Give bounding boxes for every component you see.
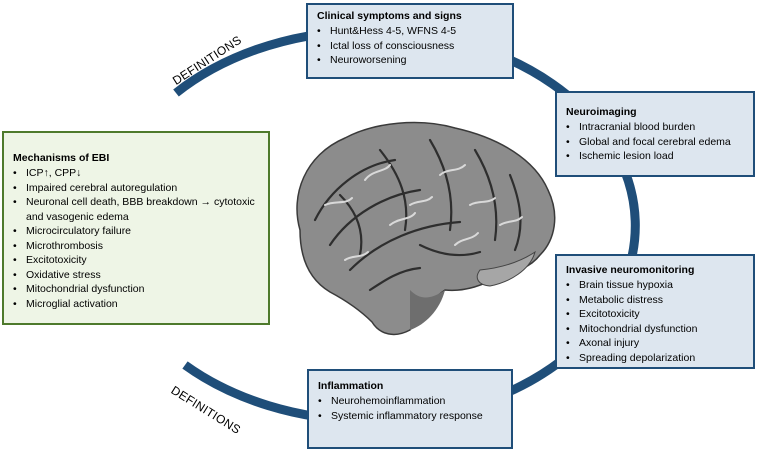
list-item: Hunt&Hess 4-5, WFNS 4-5 — [317, 24, 504, 39]
list-item: Neuronal cell death, BBB breakdown → cyt… — [13, 195, 260, 224]
list-item: Mitochondrial dysfunction — [13, 282, 260, 297]
list-item: Oxidative stress — [13, 268, 260, 283]
list-item: Brain tissue hypoxia — [566, 278, 745, 293]
list-item: Neuroworsening — [317, 53, 504, 68]
list-item: Global and focal cerebral edema — [566, 135, 745, 150]
clinical-symptoms-box: Clinical symptoms and signs Hunt&Hess 4-… — [306, 3, 514, 79]
list-item: Mitochondrial dysfunction — [566, 322, 745, 337]
list-item: Metabolic distress — [566, 293, 745, 308]
list-item: Intracranial blood burden — [566, 120, 745, 135]
list-item: Systemic inflammatory response — [318, 409, 503, 424]
list-item: Axonal injury — [566, 336, 745, 351]
inflammation-box: Inflammation Neurohemoinflammation Syste… — [307, 369, 513, 449]
inflammation-title: Inflammation — [318, 380, 384, 392]
invasive-list: Brain tissue hypoxia Metabolic distress … — [566, 278, 745, 365]
invasive-title: Invasive neuromonitoring — [566, 264, 695, 276]
neuroimaging-box: Neuroimaging Intracranial blood burden G… — [555, 91, 755, 177]
invasive-neuromonitoring-box: Invasive neuromonitoring Brain tissue hy… — [555, 254, 755, 369]
list-item: Spreading depolarization — [566, 351, 745, 366]
list-item: ICP↑, CPP↓ — [13, 166, 260, 181]
list-item: Microglial activation — [13, 297, 260, 312]
mechanisms-list: ICP↑, CPP↓ Impaired cerebral autoregulat… — [13, 166, 260, 311]
neuroimaging-list: Intracranial blood burden Global and foc… — [566, 120, 745, 164]
list-item: Ischemic lesion load — [566, 149, 745, 164]
list-item: Ictal loss of consciousness — [317, 39, 504, 54]
mechanisms-title: Mechanisms of EBI — [13, 152, 110, 164]
brain-icon — [296, 121, 556, 336]
mechanisms-of-ebi-box: Mechanisms of EBI ICP↑, CPP↓ Impaired ce… — [2, 131, 270, 325]
list-item: Excitotoxicity — [566, 307, 745, 322]
list-item: Excitotoxicity — [13, 253, 260, 268]
clinical-title: Clinical symptoms and signs — [317, 10, 462, 22]
inflammation-list: Neurohemoinflammation Systemic inflammat… — [318, 394, 503, 423]
neuroimaging-title: Neuroimaging — [566, 106, 637, 118]
list-item: Impaired cerebral autoregulation — [13, 181, 260, 196]
list-item: Microthrombosis — [13, 239, 260, 254]
list-item: Neurohemoinflammation — [318, 394, 503, 409]
list-item: Microcirculatory failure — [13, 224, 260, 239]
clinical-list: Hunt&Hess 4-5, WFNS 4-5 Ictal loss of co… — [317, 24, 504, 68]
